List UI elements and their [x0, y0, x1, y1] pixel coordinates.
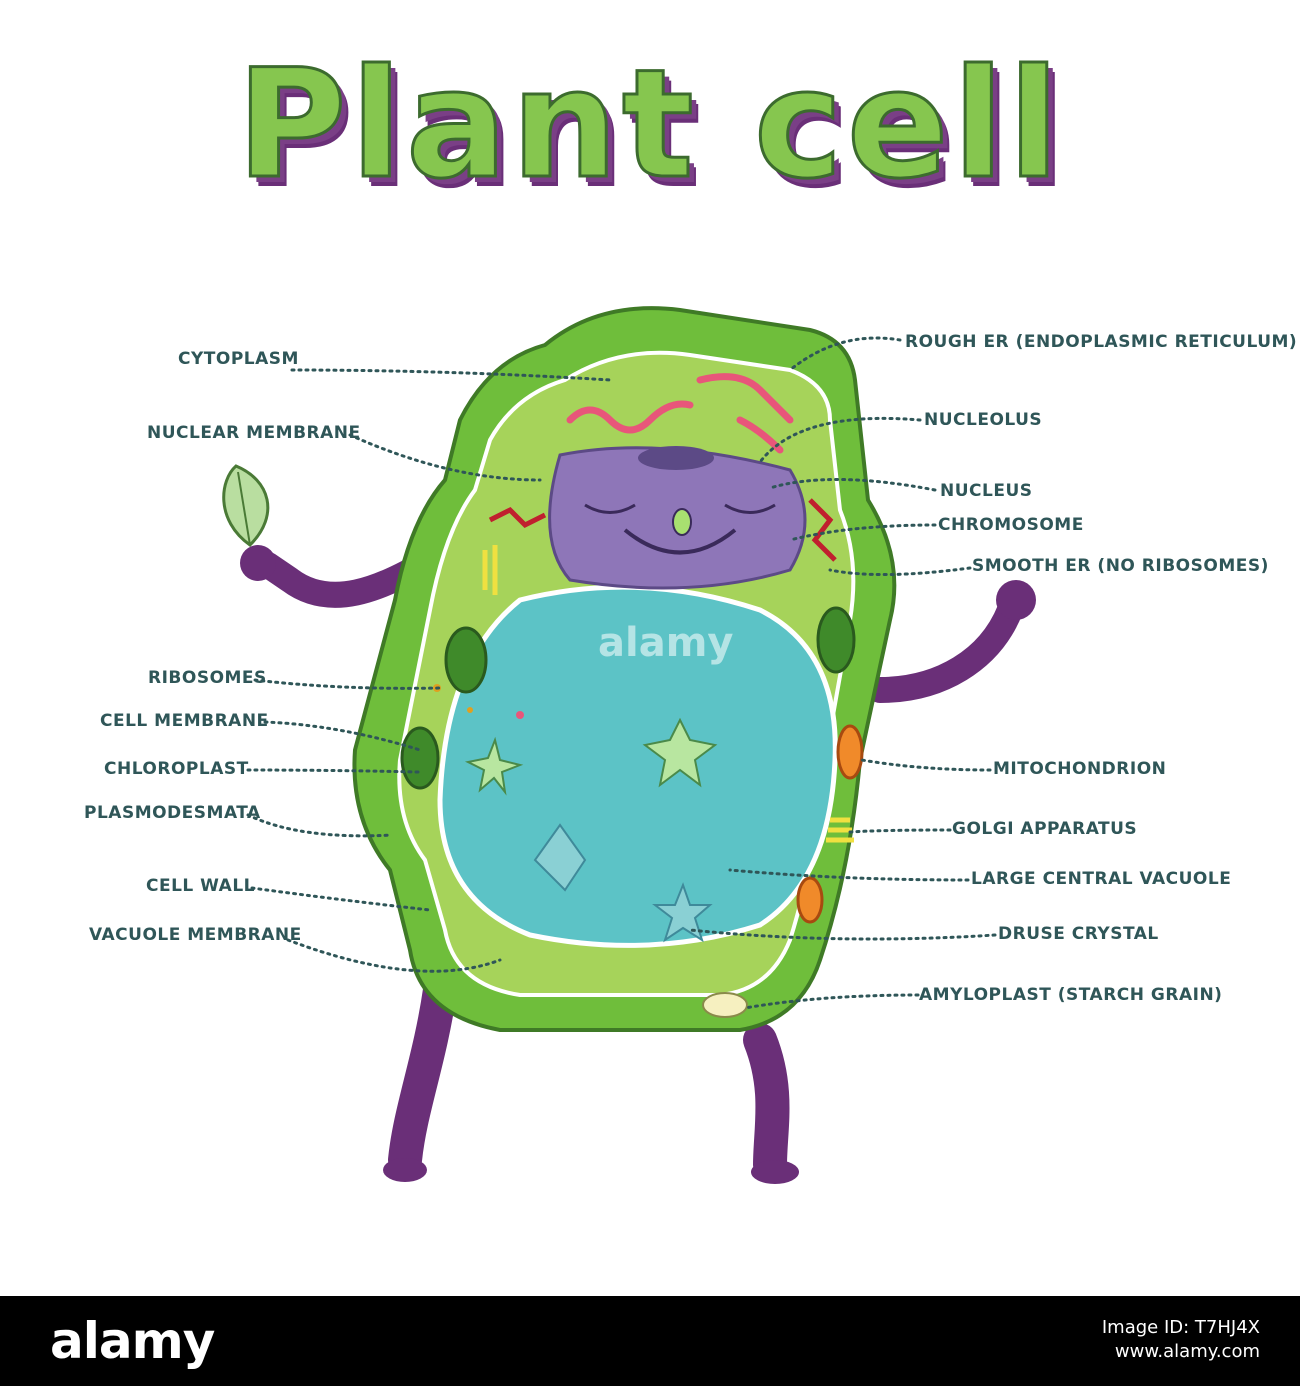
label-smooth-er: SMOOTH ER (NO RIBOSOMES) [972, 556, 1269, 576]
right-hand [996, 580, 1036, 620]
label-nucleolus: NUCLEOLUS [924, 410, 1043, 430]
footer-info: Image ID: T7HJ4X www.alamy.com [1102, 1316, 1260, 1364]
site-url: www.alamy.com [1114, 1341, 1260, 1362]
right-arm [867, 597, 1023, 703]
nucleolus [638, 446, 714, 470]
label-nuclear-membrane: NUCLEAR MEMBRANE [147, 423, 361, 443]
watermark-text: alamy [598, 620, 734, 666]
label-plasmodesmata: PLASMODESMATA [84, 803, 261, 823]
alamy-logo: alamy [50, 1312, 215, 1370]
label-cytoplasm: CYTOPLASM [178, 349, 299, 369]
label-druse-crystal: DRUSE CRYSTAL [998, 924, 1159, 944]
mitochondrion [836, 724, 864, 780]
label-large-central-vacuole: LARGE CENTRAL VACUOLE [971, 869, 1232, 889]
label-amyloplast: AMYLOPLAST (STARCH GRAIN) [919, 985, 1223, 1005]
label-chromosome: CHROMOSOME [938, 515, 1084, 535]
label-ribosomes: RIBOSOMES [148, 668, 267, 688]
footer-bar: alamy Image ID: T7HJ4X www.alamy.com [0, 1296, 1300, 1386]
label-mitochondrion: MITOCHONDRION [993, 759, 1167, 779]
label-nucleus: NUCLEUS [940, 481, 1033, 501]
left-leg [388, 973, 457, 1177]
page-title: Plant cell [235, 38, 1064, 212]
right-leg [743, 1023, 790, 1182]
amyloplast [702, 992, 748, 1018]
left-hand [240, 545, 276, 581]
druse-crystal [652, 882, 713, 943]
leaf-icon [222, 464, 270, 547]
label-cell-wall: CELL WALL [146, 876, 255, 896]
label-rough-er: ROUGH ER (ENDOPLASMIC RETICULUM) [905, 332, 1298, 352]
label-chloroplast: CHLOROPLAST [104, 759, 249, 779]
image-id: Image ID: T7HJ4X [1101, 1317, 1260, 1338]
label-golgi-apparatus: GOLGI APPARATUS [952, 819, 1138, 839]
golgi-apparatus [482, 545, 854, 843]
plant-cell-illustration [222, 306, 1036, 1184]
smooth-er [488, 498, 837, 562]
label-vacuole-membrane: VACUOLE MEMBRANE [89, 925, 302, 945]
chloroplast [444, 626, 488, 694]
label-cell-membrane: CELL MEMBRANE [100, 711, 269, 731]
crystal-prism [533, 823, 587, 892]
